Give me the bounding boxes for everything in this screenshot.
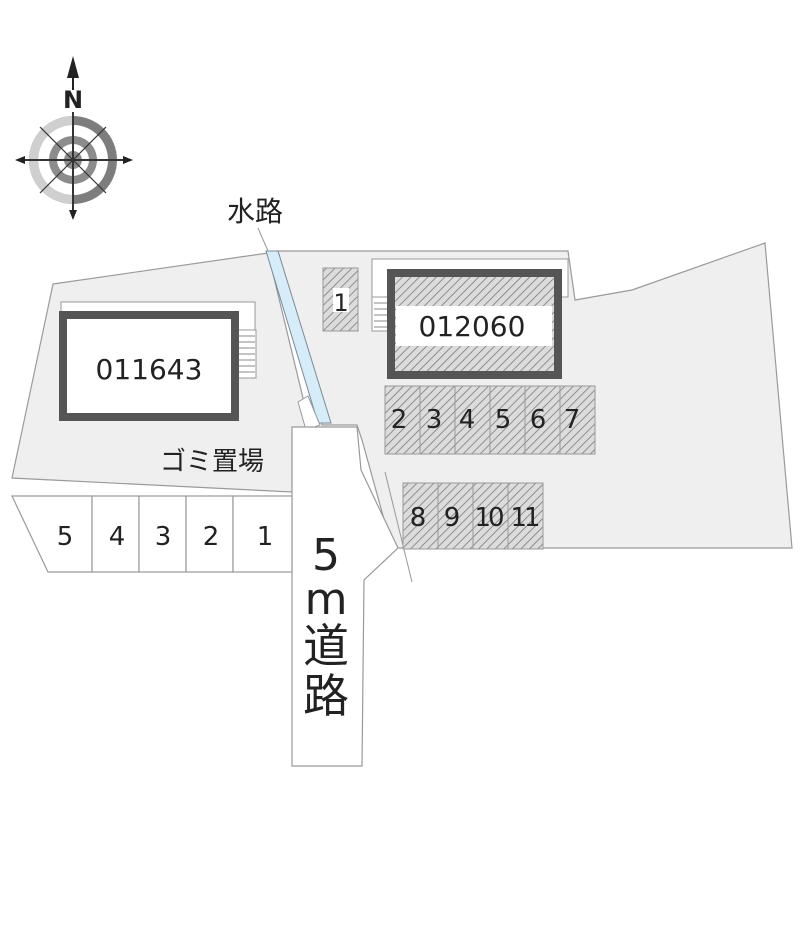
building-011643 xyxy=(59,311,239,421)
parking-left-label: 3 xyxy=(155,522,172,552)
parking-right-label: 6 xyxy=(530,405,547,435)
parking-right-label: 3 xyxy=(426,405,443,435)
road-word-1: 道 xyxy=(303,619,349,673)
compass-north-label: N xyxy=(63,86,83,114)
building-id-label: 012060 xyxy=(419,310,526,343)
compass-icon xyxy=(15,56,133,220)
waterway xyxy=(265,250,332,424)
parking-right-label: 5 xyxy=(495,405,512,435)
road-label: 5 m 道 路 xyxy=(303,530,349,723)
parking-left-label: 4 xyxy=(109,522,126,552)
building-id-label: 011643 xyxy=(96,353,203,386)
parking-left-label: 2 xyxy=(203,522,220,552)
parking-right-label: 11 xyxy=(510,503,539,533)
parking-left-label: 5 xyxy=(57,522,74,552)
garbage-area xyxy=(297,395,321,431)
parking-left-label: 1 xyxy=(257,522,274,552)
parking-right-row2 xyxy=(402,482,544,550)
parking-right-label: 7 xyxy=(564,405,581,435)
parking-right-label: 9 xyxy=(444,503,461,533)
road-word-2: 路 xyxy=(303,669,349,723)
parking-right-label: 2 xyxy=(391,405,408,435)
parking-right-label: 1 xyxy=(333,289,348,317)
road xyxy=(291,426,399,767)
road-width-label: 5 xyxy=(312,530,340,581)
waterway-label: 水路 xyxy=(227,195,283,228)
road-unit-label: m xyxy=(305,574,348,625)
parking-right-label: 10 xyxy=(474,503,503,533)
parking-left-row xyxy=(11,495,293,573)
parking-right-label: 4 xyxy=(459,405,476,435)
garbage-area-label: ゴミ置場 xyxy=(160,447,264,477)
parking-right-label: 8 xyxy=(410,503,427,533)
parking-right-row1 xyxy=(384,385,596,455)
